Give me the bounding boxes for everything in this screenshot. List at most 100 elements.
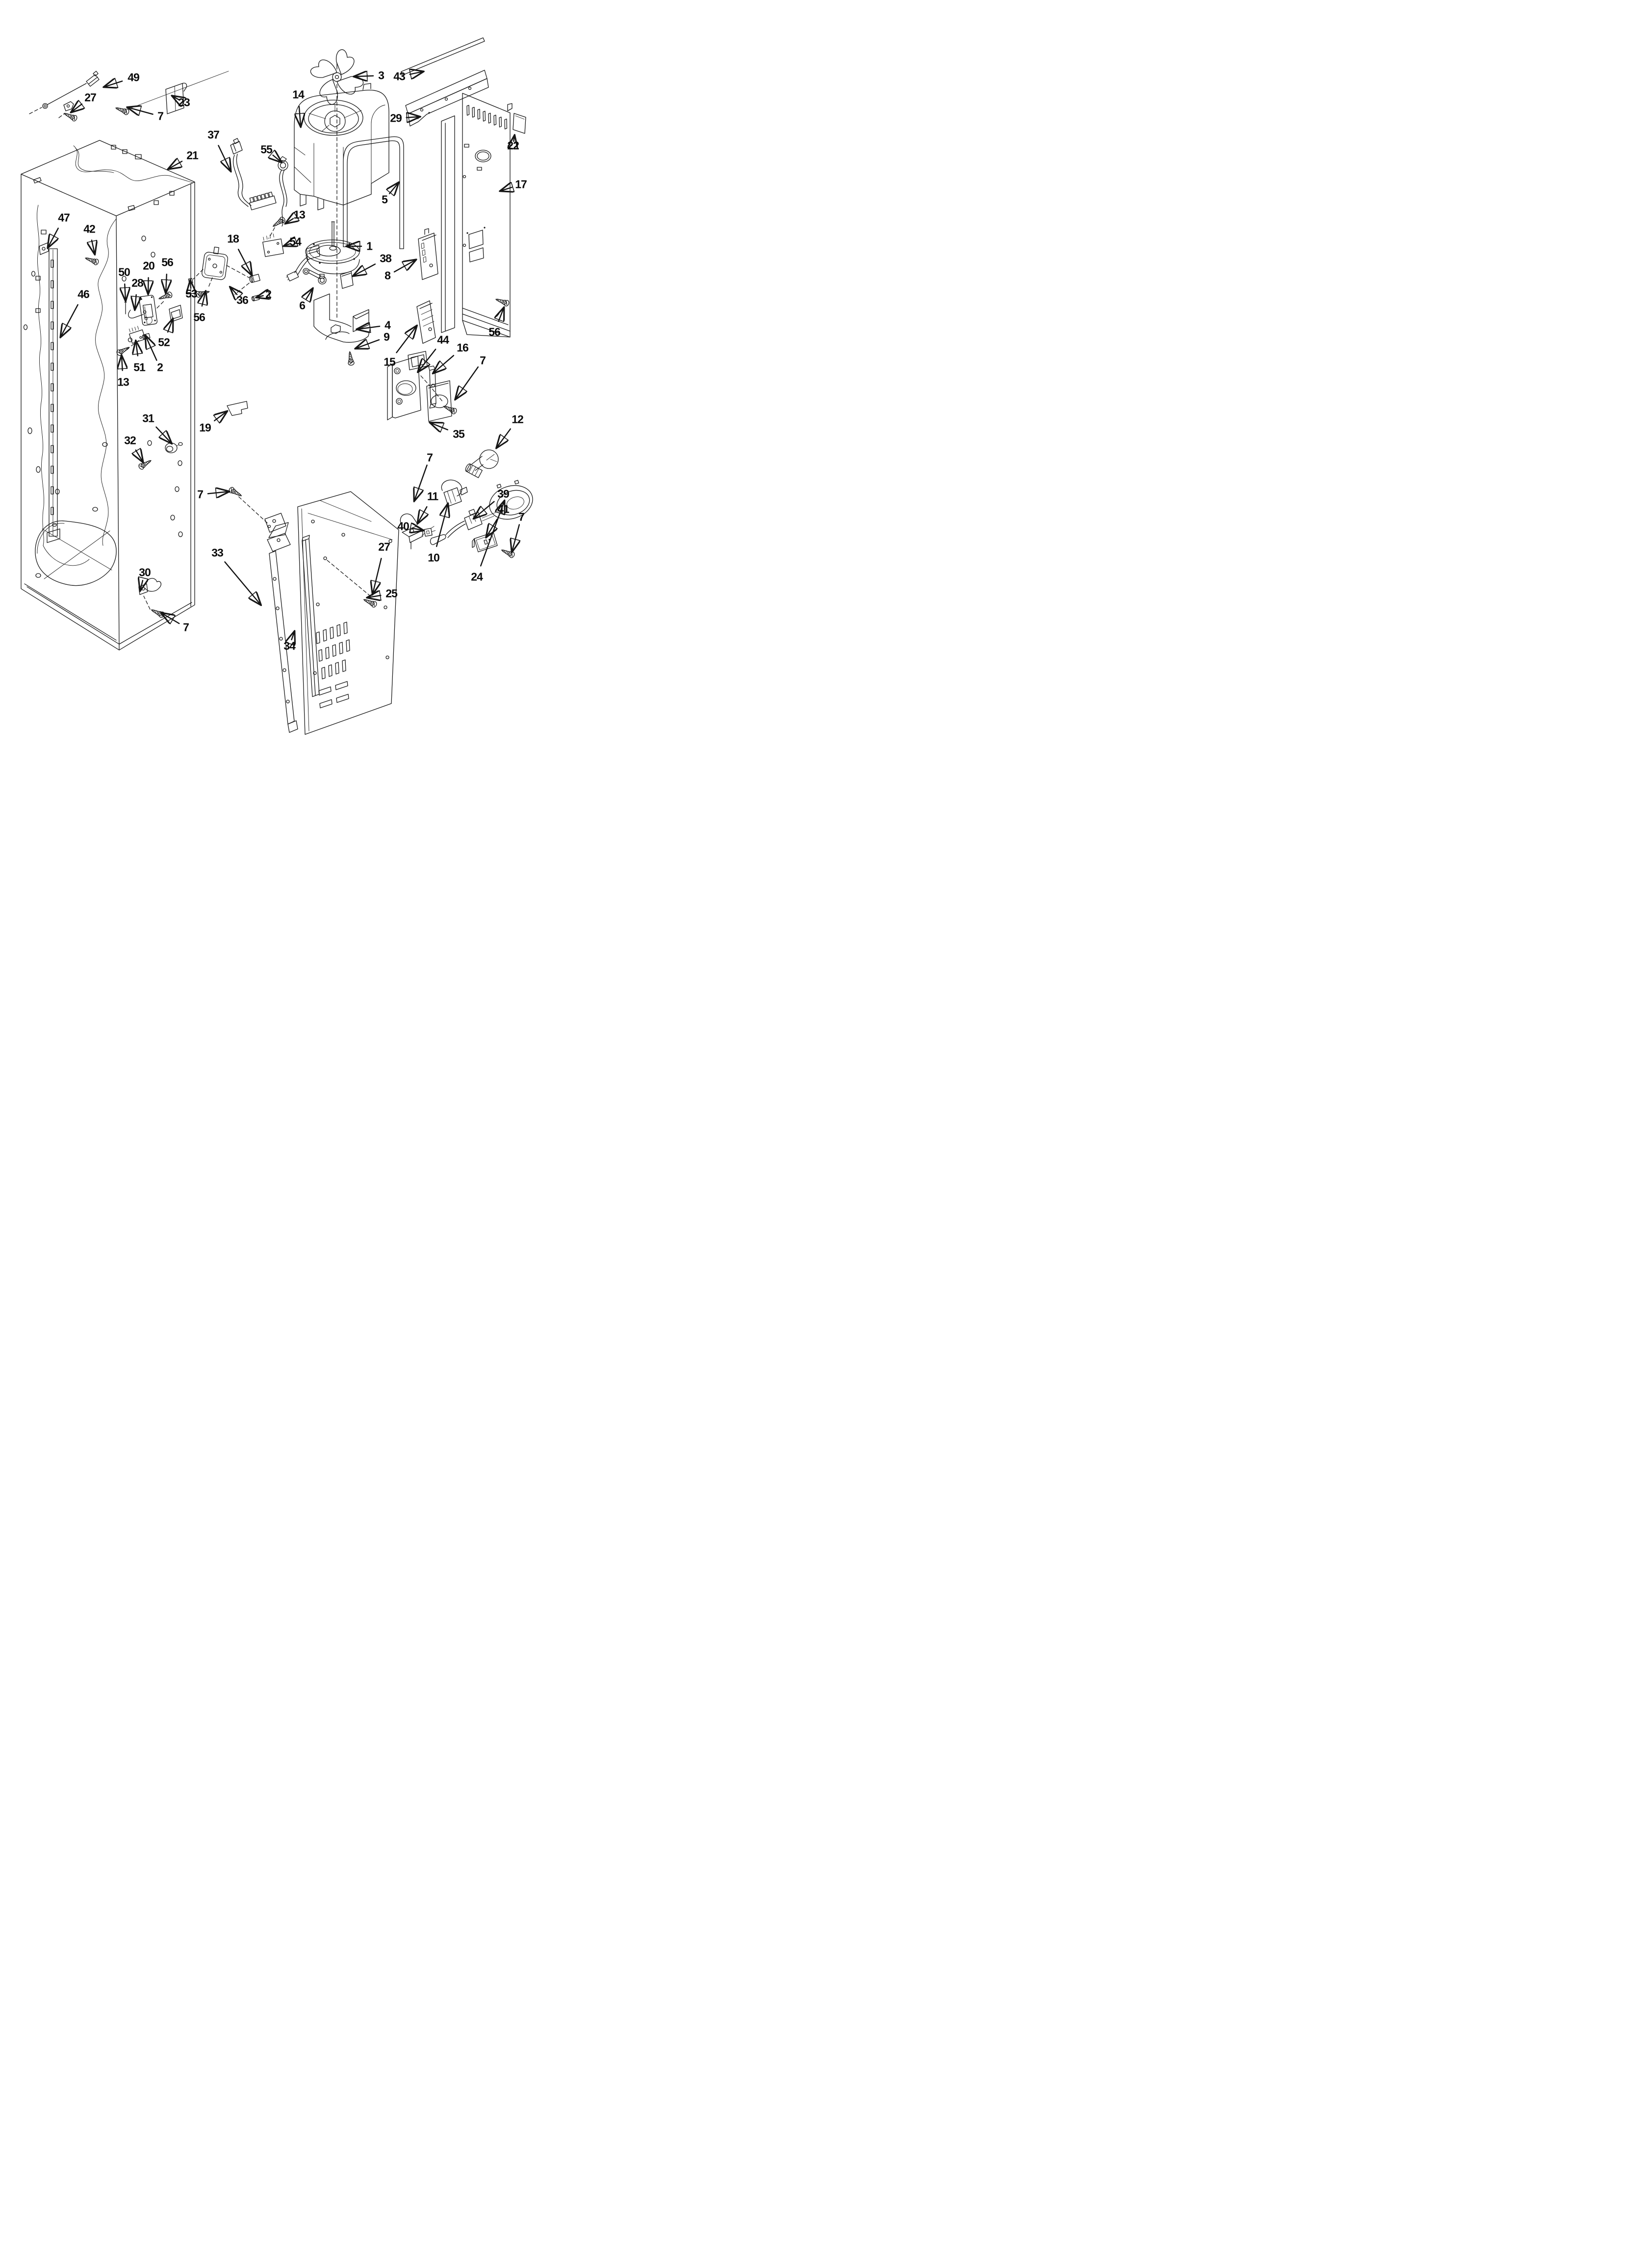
leader-arrow-41 — [487, 519, 497, 537]
leader-arrow-32 — [136, 450, 143, 462]
air-duct-gasket — [343, 136, 404, 249]
leader-arrow-38 — [354, 263, 376, 276]
air-duct-upper — [418, 228, 438, 280]
support-brace — [237, 495, 298, 733]
leader-arrow-13 — [286, 219, 293, 223]
leader-arrow-5 — [389, 183, 398, 194]
light-socket-plug — [278, 156, 288, 227]
leader-arrow-56 — [166, 273, 167, 292]
leader-arrow-30 — [140, 580, 143, 590]
screw-icon — [84, 255, 100, 266]
leader-arrow-24 — [480, 501, 504, 567]
callout-30: 30 — [139, 566, 151, 579]
callout-7: 7 — [157, 109, 164, 123]
leader-arrow-35 — [431, 423, 448, 430]
leader-arrow-44 — [418, 348, 436, 371]
callout-50: 50 — [118, 265, 130, 279]
leader-arrow-12 — [497, 428, 511, 447]
leader-arrow-55 — [273, 155, 282, 162]
leader-arrow-27 — [373, 558, 382, 594]
leader-arrow-7 — [414, 464, 428, 500]
callout-32: 32 — [124, 434, 136, 447]
leader-arrow-31 — [155, 426, 171, 443]
leader-arrow-40 — [412, 528, 423, 530]
leader-arrow-2 — [257, 296, 263, 297]
rear-access-panel — [441, 93, 513, 338]
callout-56: 56 — [161, 256, 174, 269]
callout-43: 43 — [393, 70, 406, 83]
top-trim-rail — [401, 37, 485, 76]
motor-mount-bracket — [313, 293, 371, 343]
leader-arrow-49 — [104, 81, 123, 87]
screw-icon — [346, 351, 355, 366]
leader-arrow-28 — [135, 294, 136, 309]
callout-35: 35 — [453, 427, 465, 441]
callout-38: 38 — [380, 252, 392, 265]
callout-56: 56 — [193, 311, 205, 324]
thermostat-harness — [430, 509, 497, 545]
leader-arrow-56 — [499, 308, 504, 321]
leader-arrow-36 — [231, 287, 237, 294]
callout-37: 37 — [207, 128, 220, 141]
callout-8: 8 — [385, 269, 391, 282]
callout-7: 7 — [183, 621, 189, 634]
leader-arrow-43 — [410, 72, 423, 75]
grommet — [165, 442, 183, 453]
callout-27: 27 — [84, 91, 97, 104]
evaporator-bracket — [128, 71, 229, 114]
leader-arrow-9 — [356, 340, 380, 348]
air-duct-lower — [416, 300, 436, 344]
heater-cover-plate — [426, 380, 452, 422]
callout-53: 53 — [185, 287, 198, 300]
screw-icon — [62, 110, 78, 122]
leader-arrow-54 — [284, 244, 290, 246]
filler-strip — [302, 535, 320, 697]
callout-36: 36 — [236, 293, 249, 307]
temperature-switch — [472, 532, 498, 552]
callout-52: 52 — [158, 336, 170, 349]
leader-arrow-47 — [48, 227, 58, 247]
leader-arrow-56 — [202, 292, 205, 307]
leader-arrow-19 — [214, 412, 227, 421]
leader-arrow-22 — [513, 136, 514, 141]
rail-end-block — [39, 242, 49, 255]
leader-arrow-15 — [396, 326, 416, 354]
label-sticker — [227, 401, 248, 416]
leader-arrow-3 — [355, 76, 374, 77]
callout-34: 34 — [283, 639, 296, 652]
callout-24: 24 — [471, 570, 483, 583]
callout-19: 19 — [199, 421, 211, 434]
liner-opening — [35, 521, 117, 586]
exploded-view-line-art — [21, 37, 533, 735]
leader-arrow-16 — [434, 355, 455, 373]
leader-arrow-37 — [218, 145, 231, 171]
callout-31: 31 — [142, 412, 154, 425]
leader-arrow-52 — [168, 319, 173, 332]
callout-6: 6 — [299, 299, 306, 312]
louvered-cover-panel — [297, 491, 399, 735]
callout-7: 7 — [480, 354, 486, 367]
callout-10: 10 — [428, 551, 440, 564]
callout-14: 14 — [292, 88, 305, 101]
light-switch-cluster — [124, 295, 183, 350]
leader-arrow-11 — [418, 506, 427, 523]
callout-28: 28 — [131, 276, 144, 289]
callout-55: 55 — [260, 143, 273, 156]
rear-top-bracket — [405, 70, 489, 127]
leader-arrow-25 — [368, 596, 381, 598]
mounting-holes — [23, 145, 183, 578]
heater-housing — [387, 351, 443, 420]
leader-arrow-14 — [299, 105, 301, 126]
ground-link — [303, 268, 327, 285]
leader-arrow-50 — [125, 283, 126, 300]
callout-1: 1 — [366, 239, 373, 253]
callout-13: 13 — [293, 208, 306, 221]
callout-39: 39 — [497, 487, 510, 500]
control-board — [262, 234, 284, 257]
screw-icon — [137, 457, 153, 471]
shelf-rail — [47, 248, 60, 543]
callout-7: 7 — [427, 451, 433, 464]
leader-arrow-42 — [92, 239, 95, 254]
evaporator-fan-motor — [286, 221, 360, 282]
